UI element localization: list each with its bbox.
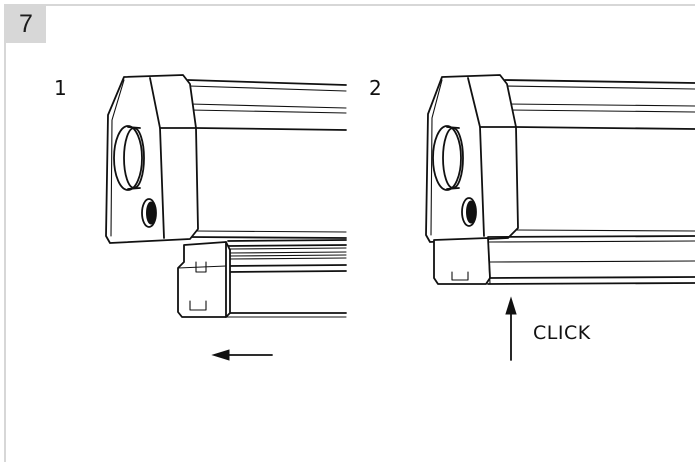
panel-2-lower-top [487,235,695,238]
panel-1-lower-end-piece-line [177,265,227,269]
panel-1-end-cap [105,74,199,244]
panel-2-lower-end-piece-tab [451,271,469,281]
panel-2-rail-line-4 [515,126,695,130]
panel-1-lower-line-7 [227,270,347,273]
panel-1-lower-line-6 [227,264,347,267]
panel-2-rail-line-3 [508,109,695,113]
panel-2-lower-end-piece [433,237,491,285]
step-number-badge: 7 [6,6,46,43]
panel-1-rail-line-2 [189,103,347,109]
panel-1-top-rail [187,79,347,86]
panel-2-end-cap-inner [430,79,443,236]
panel-2-lens-side [446,126,460,190]
panel-1-rail-line-4 [195,127,347,131]
panel-1-lens-side [127,126,141,190]
panel-2-lower-line-1 [487,240,695,243]
panel-1-lower-line-2 [227,247,347,250]
panel-1-lower-line-3 [227,251,347,254]
panel-2-end-cap [425,74,519,243]
panel-1-lens-outer [113,125,143,191]
panel-1-illustration [105,74,347,361]
panel-2-illustration [425,74,695,361]
panel-1-body-bottom-edge [188,236,347,239]
panel-2-top-rail [504,79,695,84]
panel-2-rail-line-2 [507,103,695,107]
panel-1-label: 1 [54,76,67,100]
panel-2-button-ring [461,197,477,227]
panel-1-lower-line-5 [227,257,347,260]
click-annotation: CLICK [533,322,591,344]
panel-1-rail-line-1 [188,85,347,92]
panel-1-end-cap-inner [110,79,125,237]
panel-1-body-bottom-line [195,230,347,233]
panel-2-lens-outer [432,125,462,191]
panel-1-lower-line-1 [227,244,347,247]
panel-2-lower-bottom [487,282,695,285]
panel-1-lower-end-piece [177,241,231,318]
panel-2-lower-line-3 [489,276,695,279]
panel-2-rail-line-1 [505,85,695,90]
panel-2-click-arrow-head [505,296,517,315]
panel-1-rail-line-3 [189,109,347,114]
panel-1-button-ring [141,198,157,228]
panel-2-lower-line-2 [489,260,695,263]
panel-1-lower-end-piece-tab [189,300,207,311]
panel-1-lower-top [227,239,347,242]
panel-2-lower-left-edge [487,237,491,285]
panel-1-lower-line-4 [227,254,347,257]
panel-2-label: 2 [369,76,382,100]
panel-1-slide-arrow-head [211,349,230,361]
panel-2-body-bottom-line [515,229,695,232]
